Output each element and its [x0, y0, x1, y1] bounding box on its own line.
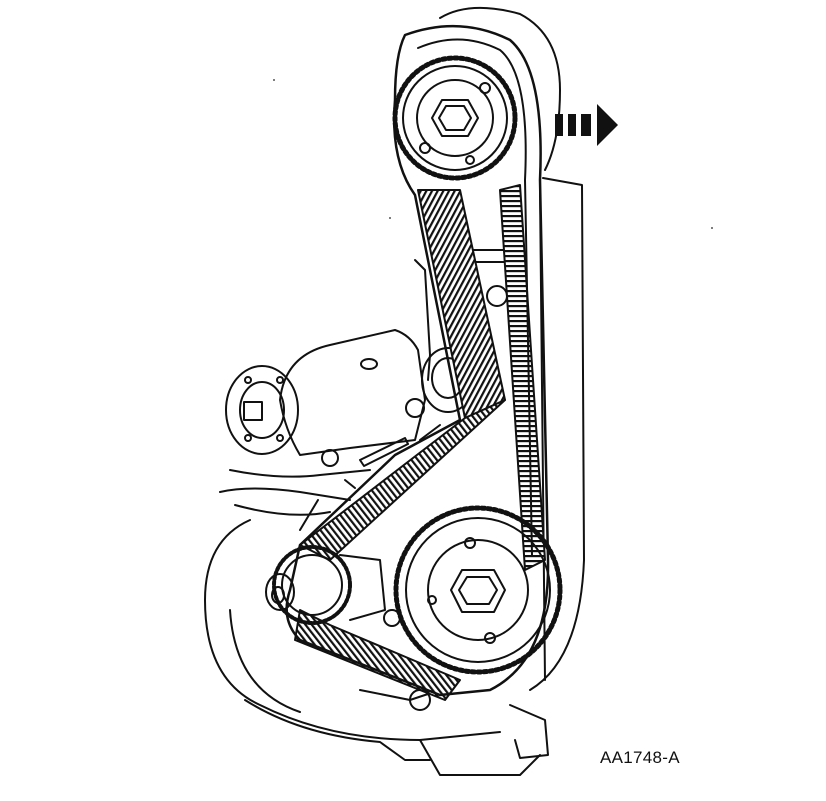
crankshaft-sprocket [393, 505, 563, 675]
figure-reference-code: AA1748-A [600, 748, 680, 767]
arrow-right-icon [555, 104, 618, 146]
camshaft-sprocket [392, 55, 518, 181]
brackets [344, 424, 441, 489]
water-pump [219, 329, 426, 516]
scan-specks [273, 79, 713, 229]
auxiliary-sprocket [265, 545, 431, 711]
